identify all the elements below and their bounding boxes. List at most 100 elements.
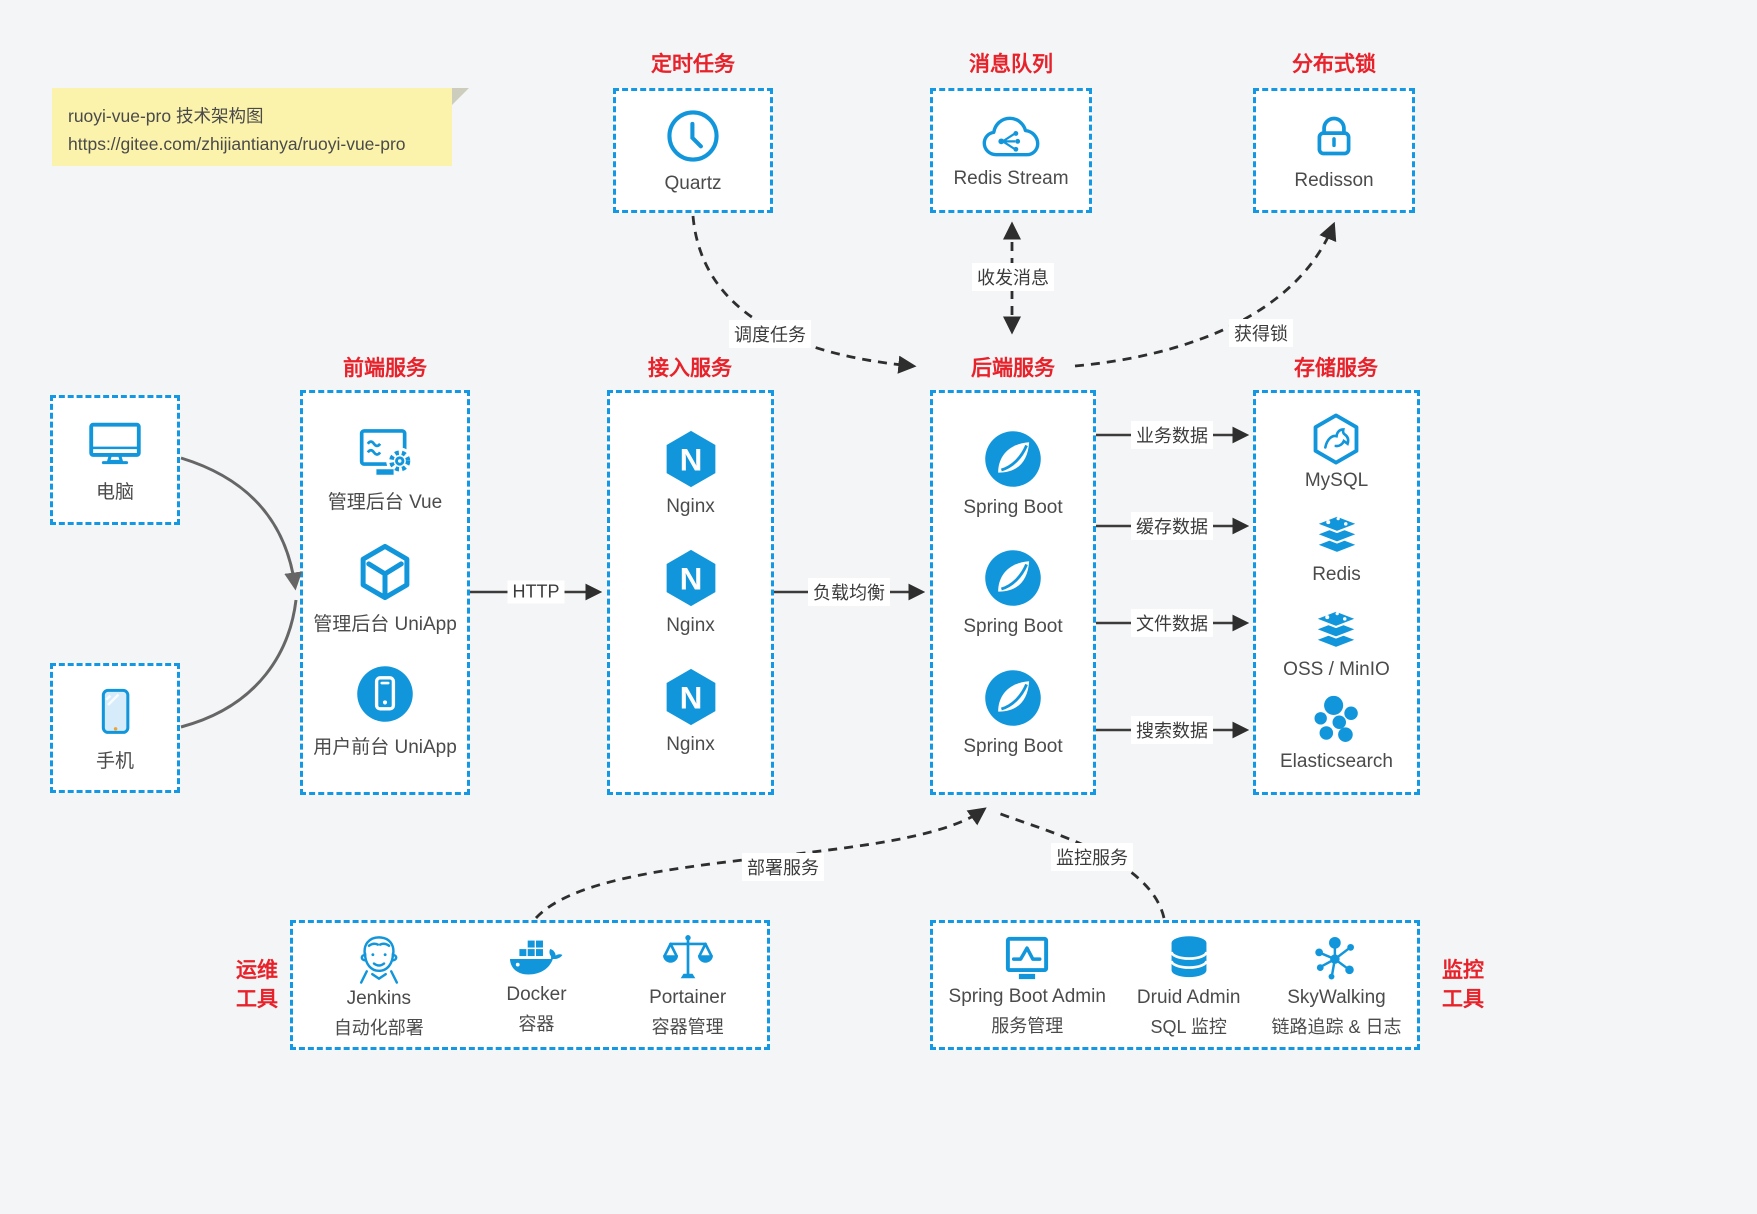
jenkins-icon	[359, 936, 398, 984]
node-label: 手机	[95, 750, 134, 772]
druid-database-icon	[1169, 936, 1208, 978]
node-nginx-2: N Nginx	[661, 548, 721, 637]
edge-label-load-balance: 负载均衡	[808, 578, 890, 606]
node-label: Nginx	[666, 615, 715, 636]
node-druid-admin: Druid Admin SQL 监控	[1136, 931, 1241, 1039]
admin-vue-icon	[359, 429, 414, 476]
nginx-icon: N	[666, 549, 715, 607]
edge-label-messaging: 收发消息	[972, 263, 1054, 291]
lock-icon	[1317, 116, 1351, 156]
node-desc: 服务管理	[991, 1015, 1064, 1036]
node-label: Nginx	[666, 496, 715, 517]
node-desc: SQL 监控	[1150, 1017, 1227, 1037]
group-gateway-services: N Nginx N Nginx N Nginx	[607, 390, 774, 795]
node-label: 管理后台 UniApp	[313, 613, 457, 635]
note-title: ruoyi-vue-pro 技术架构图	[68, 106, 264, 126]
cloud-mq-icon	[982, 116, 1040, 157]
node-label: Portainer	[649, 987, 727, 1008]
node-nginx-1: N Nginx	[661, 429, 721, 518]
edge-label-http: HTTP	[507, 580, 565, 604]
node-portainer: Portainer 容器管理	[649, 931, 726, 1039]
nginx-icon: N	[666, 668, 715, 726]
group-storage-services: MySQL Redis	[1253, 390, 1420, 795]
note-fold-corner	[452, 88, 469, 105]
edge-label-monitor: 监控服务	[1051, 843, 1133, 871]
node-label: 用户前台 UniApp	[313, 736, 457, 758]
section-title-monitoring-tools: 监控 工具	[1442, 959, 1484, 1012]
edge-label-schedule: 调度任务	[729, 320, 811, 348]
arrow-acquire-lock	[1074, 221, 1337, 368]
node-redis: Redis	[1309, 504, 1365, 586]
arrow-pc-to-frontend	[180, 456, 303, 591]
group-monitoring-tools: Spring Boot Admin 服务管理 Druid Admin SQL 监…	[930, 920, 1420, 1050]
node-desc: 链路追踪 & 日志	[1271, 1017, 1402, 1037]
node-label: Druid Admin	[1136, 987, 1241, 1008]
edge-label-cache-data: 缓存数据	[1131, 512, 1213, 540]
node-label: Spring Boot	[963, 616, 1063, 637]
section-title-message-queue: 消息队列	[969, 53, 1053, 76]
node-spring-boot-1: Spring Boot	[963, 428, 1063, 519]
node-label: Quartz	[664, 172, 722, 194]
skywalking-icon	[1315, 936, 1355, 980]
node-jenkins: Jenkins 自动化部署	[334, 930, 424, 1040]
node-skywalking: SkyWalking 链路追踪 & 日志	[1271, 931, 1401, 1039]
svg-text:N: N	[679, 561, 702, 596]
node-label: Docker	[506, 983, 567, 1005]
node-desc: 自动化部署	[333, 1018, 424, 1038]
node-quartz: Quartz	[613, 88, 773, 213]
spring-boot-icon	[985, 430, 1041, 487]
node-docker: Docker 容器	[505, 935, 567, 1036]
node-label: Nginx	[666, 734, 715, 755]
svg-text:N: N	[679, 442, 702, 477]
mysql-icon	[1314, 413, 1359, 465]
node-spring-boot-admin: Spring Boot Admin 服务管理	[949, 933, 1106, 1038]
user-app-icon	[357, 665, 413, 722]
group-ops-tools: Jenkins 自动化部署 Docker 容器	[290, 920, 770, 1050]
node-label: 电脑	[95, 481, 134, 503]
node-label: Spring Boot	[963, 735, 1063, 757]
edge-label-acquire-lock: 获得锁	[1229, 319, 1293, 347]
group-frontend-services: 管理后台 Vue 管理后台 UniApp 用户前台 UniApp	[300, 390, 470, 795]
node-label: Redis	[1312, 564, 1361, 586]
oss-minio-icon	[1314, 609, 1359, 649]
node-label: Elasticsearch	[1280, 751, 1393, 773]
node-label: Jenkins	[346, 988, 412, 1009]
section-title-distributed-lock: 分布式锁	[1292, 53, 1376, 76]
node-oss-minio: OSS / MinIO	[1283, 599, 1390, 681]
edge-label-search-data: 搜索数据	[1131, 716, 1213, 744]
portainer-scale-icon	[662, 935, 713, 979]
section-title-backend: 后端服务	[971, 357, 1055, 380]
node-user-uniapp: 用户前台 UniApp	[313, 663, 457, 759]
node-mysql: MySQL	[1305, 412, 1368, 492]
node-label: SkyWalking	[1287, 987, 1386, 1008]
edge-label-business-data: 业务数据	[1131, 421, 1213, 449]
node-redis-stream: Redis Stream	[930, 88, 1092, 213]
node-pc-client: 电脑	[50, 395, 180, 525]
elasticsearch-icon	[1314, 696, 1358, 743]
clock-icon	[667, 109, 719, 162]
node-admin-vue: 管理后台 Vue	[328, 426, 442, 514]
node-label: Redisson	[1294, 170, 1374, 191]
node-label: 管理后台 Vue	[327, 492, 443, 514]
arrow-mobile-to-frontend	[180, 599, 298, 729]
edge-label-deploy: 部署服务	[742, 853, 824, 881]
node-label: Redis Stream	[953, 168, 1069, 189]
spring-boot-icon	[985, 550, 1041, 606]
section-title-scheduled-tasks: 定时任务	[651, 53, 735, 76]
desktop-icon	[89, 422, 141, 464]
node-label: OSS / MinIO	[1283, 658, 1390, 680]
smartphone-icon	[101, 688, 130, 734]
note-url: https://gitee.com/zhijiantianya/ruoyi-vu…	[68, 134, 406, 154]
node-desc: 容器	[518, 1013, 555, 1034]
spring-boot-icon	[985, 669, 1041, 726]
node-redisson: Redisson	[1253, 88, 1415, 213]
section-title-storage: 存储服务	[1294, 357, 1378, 380]
section-title-frontend: 前端服务	[343, 357, 427, 380]
node-spring-boot-3: Spring Boot	[963, 667, 1063, 758]
node-spring-boot-2: Spring Boot	[963, 547, 1063, 638]
section-title-ops-tools: 运维 工具	[236, 959, 278, 1012]
redis-icon	[1314, 514, 1359, 555]
node-desc: 容器管理	[651, 1017, 724, 1037]
